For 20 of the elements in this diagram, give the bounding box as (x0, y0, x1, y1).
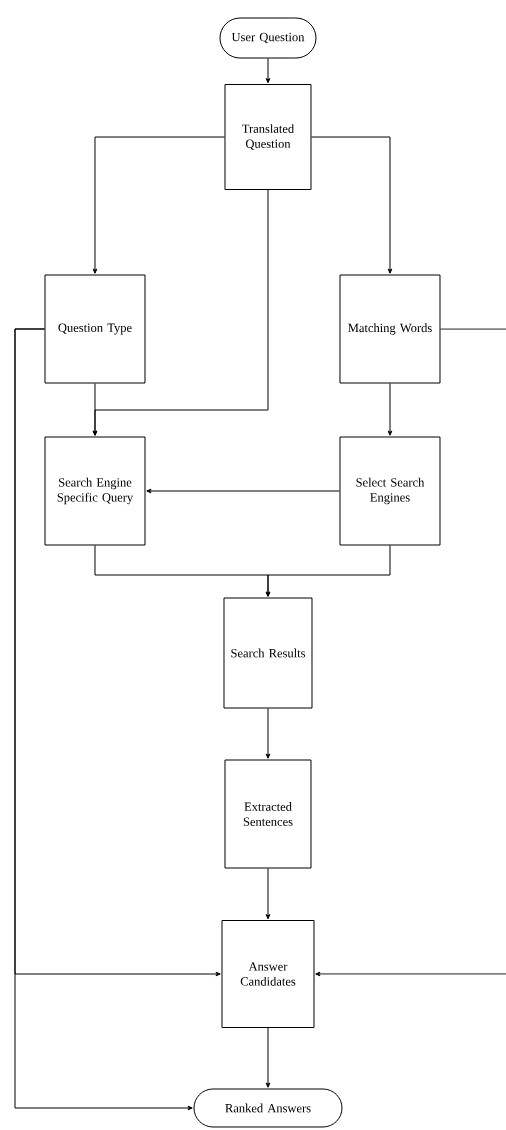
arrow (265, 868, 271, 920)
process-box: Matching Words (339, 274, 441, 384)
arrow (315, 971, 506, 977)
arrow (265, 58, 271, 84)
arrow (265, 708, 271, 759)
arrow (92, 383, 98, 436)
arrow (265, 545, 391, 597)
arrow (265, 1027, 271, 1088)
process-box: Answer Candidates (221, 920, 315, 1028)
arrow (14, 328, 193, 1111)
process-box: Translated Question (224, 84, 312, 190)
arrow (92, 136, 225, 274)
process-box: Search Results (223, 597, 313, 709)
process-box: Question Type (44, 274, 146, 384)
arrow (146, 488, 340, 494)
arrow (387, 383, 393, 436)
process-box: Select Search Engines (339, 436, 441, 546)
process-box: Search Engine Specific Query (44, 436, 146, 546)
arrow (311, 136, 393, 274)
process-box: Extracted Sentences (224, 759, 312, 869)
